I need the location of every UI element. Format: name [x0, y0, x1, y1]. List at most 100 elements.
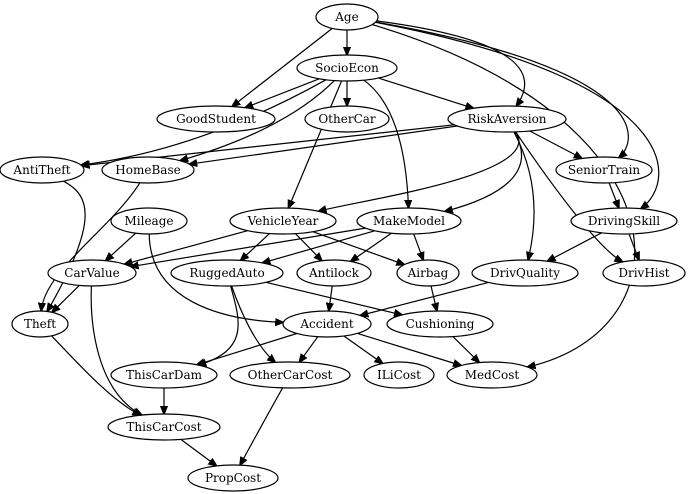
node-ellipse — [602, 259, 686, 287]
edge-riskaversion-to-drivhist — [515, 131, 623, 262]
node-label: Age — [334, 10, 358, 24]
edge-seniortrain-to-drivingskill — [608, 182, 619, 208]
node-ellipse — [156, 105, 276, 133]
edge-age-to-drivingskill — [375, 21, 660, 208]
node-accident: Accident — [282, 310, 372, 338]
edge-age-to-seniortrain — [375, 21, 629, 158]
node-cushioning: Cushioning — [386, 310, 494, 338]
edge-vehicleyear-to-carvalue — [124, 230, 248, 265]
node-ellipse — [471, 259, 579, 287]
node-label: ILiCost — [377, 368, 421, 382]
edge-makemodel-to-carvalue — [131, 227, 366, 267]
edge-mileage-to-carvalue — [106, 232, 137, 260]
node-thiscarcost: ThisCarCost — [107, 413, 221, 441]
edge-socioecon-to-riskaversion — [378, 77, 474, 108]
node-ellipse — [296, 259, 372, 287]
node-drivhist: DrivHist — [602, 259, 686, 287]
node-ellipse — [229, 207, 337, 235]
edge-makemodel-to-airbag — [413, 233, 424, 260]
edge-theft-to-thiscarcost — [51, 335, 141, 415]
node-ellipse — [447, 105, 567, 133]
edge-vehicleyear-to-airbag — [312, 231, 405, 265]
edge-riskaversion-to-seniortrain — [529, 130, 582, 158]
edge-drivingskill-to-drivquality — [547, 232, 602, 261]
node-ellipse — [386, 310, 494, 338]
node-vehicleyear: VehicleYear — [229, 207, 337, 235]
node-label: ThisCarDam — [126, 368, 203, 382]
node-airbag: Airbag — [396, 259, 460, 287]
node-ellipse — [110, 207, 188, 235]
edges-layer — [41, 20, 660, 466]
node-ellipse — [396, 259, 460, 287]
node-ellipse — [304, 105, 390, 133]
node-label: CarValue — [64, 266, 119, 280]
edge-accident-to-othercarcost — [299, 336, 319, 363]
node-label: RuggedAuto — [189, 266, 264, 280]
edge-accident-to-thiscardam — [197, 332, 297, 365]
node-label: Accident — [299, 317, 353, 331]
node-riskaversion: RiskAversion — [447, 105, 567, 133]
node-drivingskill: DrivingSkill — [570, 207, 678, 235]
node-label: GoodStudent — [176, 112, 256, 126]
node-label: DrivQuality — [490, 266, 560, 280]
edge-antilock-to-accident — [329, 285, 332, 311]
edge-antitheft-to-theft — [47, 180, 86, 311]
edge-othercarcost-to-propcost — [240, 387, 284, 465]
node-age: Age — [315, 3, 379, 31]
node-thiscardam: ThisCarDam — [110, 361, 218, 389]
node-label: Mileage — [124, 214, 173, 228]
node-socioecon: SocioEcon — [296, 54, 398, 82]
node-carvalue: CarValue — [47, 259, 137, 287]
node-ellipse — [170, 259, 284, 287]
node-label: VehicleYear — [247, 214, 319, 228]
node-ellipse — [296, 54, 398, 82]
node-ellipse — [570, 207, 678, 235]
edge-socioecon-to-makemodel — [363, 79, 409, 208]
node-ellipse — [47, 259, 137, 287]
node-label: DrivingSkill — [588, 214, 660, 228]
node-theft: Theft — [11, 310, 69, 338]
node-label: Antilock — [308, 266, 360, 280]
node-label: ThisCarCost — [126, 420, 201, 434]
edge-socioecon-to-vehicleyear — [288, 80, 343, 208]
edge-accident-to-medcost — [357, 332, 461, 365]
edge-age-to-goodstudent — [232, 27, 333, 106]
node-ellipse — [363, 361, 435, 389]
node-seniortrain: SeniorTrain — [555, 156, 653, 184]
node-ellipse — [101, 156, 195, 184]
edge-ruggedauto-to-othercarcost — [231, 285, 276, 362]
node-label: HomeBase — [115, 163, 180, 177]
node-label: DrivHist — [618, 266, 669, 280]
edge-ruggedauto-to-cushioning — [265, 281, 402, 315]
edge-riskaversion-to-homebase — [189, 125, 458, 164]
node-othercarcost: OtherCarCost — [229, 361, 351, 389]
node-ellipse — [315, 3, 379, 31]
node-ellipse — [555, 156, 653, 184]
node-makemodel: MakeModel — [356, 207, 462, 235]
node-label: Cushioning — [406, 317, 475, 331]
edge-vehicleyear-to-antilock — [294, 233, 322, 261]
edge-socioecon-to-goodstudent — [245, 78, 320, 108]
node-label: Airbag — [407, 266, 449, 280]
node-label: PropCost — [205, 471, 261, 485]
edge-makemodel-to-ruggedauto — [262, 230, 375, 263]
node-mileage: Mileage — [110, 207, 188, 235]
node-ellipse — [282, 310, 372, 338]
node-homebase: HomeBase — [101, 156, 195, 184]
edge-riskaversion-to-vehicleyear — [318, 131, 520, 211]
node-label: SocioEcon — [315, 61, 379, 75]
node-medcost: MedCost — [446, 361, 538, 389]
node-goodstudent: GoodStudent — [156, 105, 276, 133]
node-antitheft: AntiTheft — [0, 156, 85, 184]
edge-socioecon-to-homebase — [180, 80, 335, 161]
node-label: SeniorTrain — [568, 163, 641, 177]
node-ellipse — [110, 361, 218, 389]
edge-cushioning-to-medcost — [452, 336, 479, 363]
edge-carvalue-to-thiscarcost — [90, 285, 142, 415]
edge-riskaversion-to-drivquality — [513, 131, 535, 260]
node-ellipse — [107, 413, 221, 441]
node-label: MedCost — [465, 368, 520, 382]
node-ellipse — [187, 464, 279, 492]
